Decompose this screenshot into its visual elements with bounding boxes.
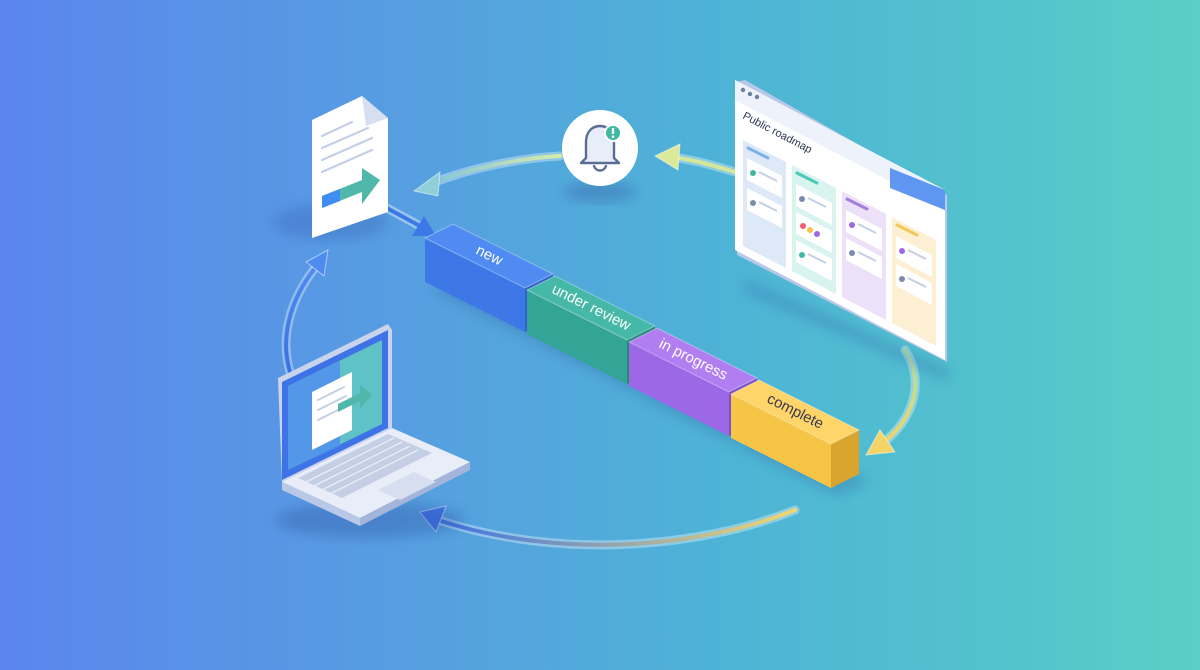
stage-block-side xyxy=(831,430,859,488)
stage-block-front xyxy=(425,238,525,332)
stage-block-top xyxy=(525,275,657,341)
laptop-icon xyxy=(275,324,470,538)
stage-block-top xyxy=(627,327,759,393)
arrow-complete-to-laptop xyxy=(419,505,800,550)
stage-block-front xyxy=(731,394,831,488)
stage-block-front xyxy=(629,342,729,436)
stage-block-top xyxy=(423,223,555,289)
stage-block-top xyxy=(729,379,861,445)
arrow-roadmap-to-complete xyxy=(865,345,920,456)
document-icon xyxy=(272,96,388,240)
roadmap-window: Public roadmap xyxy=(735,80,950,382)
bell-icon xyxy=(562,110,638,202)
arrow-roadmap-to-bell xyxy=(653,143,740,177)
arrow-laptop-to-document xyxy=(281,249,329,383)
stage-block-complete: complete xyxy=(729,379,871,496)
cycle-arrows xyxy=(281,143,920,550)
stage-block-front xyxy=(527,290,627,384)
arrow-bell-to-document xyxy=(412,151,565,197)
